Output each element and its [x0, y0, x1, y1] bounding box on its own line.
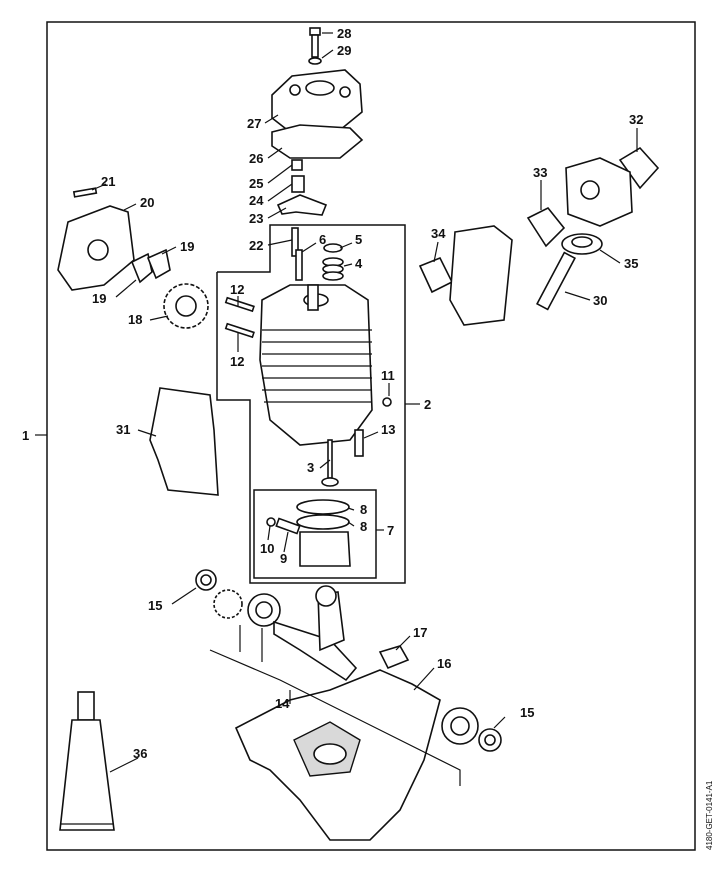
callout-7: 7	[387, 523, 394, 538]
pushrod-6	[295, 249, 303, 281]
callout-27: 27	[247, 116, 261, 131]
nut-11	[382, 397, 392, 407]
callout-22: 22	[249, 238, 263, 253]
gasket-33	[526, 206, 566, 248]
part-17	[378, 645, 410, 670]
valve-cover-27	[271, 69, 363, 133]
callout-11: 11	[381, 368, 395, 383]
callout-20: 20	[140, 195, 154, 210]
callout-6: 6	[319, 232, 326, 247]
piston-pin-9	[275, 517, 301, 535]
callout-8-lower: 8	[360, 519, 367, 534]
callout-19-left: 19	[92, 291, 106, 306]
callout-32: 32	[629, 112, 643, 127]
crankcase-16	[234, 669, 441, 841]
callout-12-lower: 12	[230, 354, 244, 369]
pin-12-lower	[224, 322, 255, 339]
callout-36: 36	[133, 746, 147, 761]
callout-3: 3	[307, 460, 314, 475]
callout-25: 25	[249, 176, 263, 191]
piston-ring-8-upper	[296, 499, 350, 515]
callout-15-left: 15	[148, 598, 162, 613]
callout-labels: 28 29 27 26 25 24 23 22 6 5 4 12 12 11 2…	[22, 26, 643, 761]
crankshaft	[273, 585, 358, 682]
valve-3	[321, 439, 339, 487]
carburetor	[565, 157, 633, 227]
callout-21: 21	[101, 174, 115, 189]
callout-2: 2	[424, 397, 431, 412]
washer-29	[308, 57, 322, 65]
pin-12-upper	[224, 296, 255, 313]
sleeve-24	[291, 175, 305, 193]
callout-1: 1	[22, 428, 29, 443]
stud-22	[291, 227, 299, 257]
callout-5: 5	[355, 232, 362, 247]
callout-31: 31	[116, 422, 130, 437]
callout-9: 9	[280, 551, 287, 566]
piston	[299, 531, 351, 567]
drawing-code: 4180-GET-0141-A1	[705, 780, 714, 850]
gasket-31	[149, 387, 219, 496]
oil-seal-15-right-bore	[484, 734, 496, 746]
callout-12-upper: 12	[230, 282, 244, 297]
lever-19-a	[130, 252, 153, 284]
callout-35: 35	[624, 256, 638, 271]
cylinder-group-frame	[216, 224, 406, 584]
piston-group-frame	[253, 489, 377, 579]
callout-19-right: 19	[180, 239, 194, 254]
callout-26: 26	[249, 151, 263, 166]
bush-25	[291, 159, 303, 171]
ball-bearing-left-bore	[255, 601, 273, 619]
gasket-34	[418, 256, 454, 294]
callout-16: 16	[437, 656, 451, 671]
circlip-10	[266, 517, 276, 527]
callout-34: 34	[431, 226, 446, 241]
callout-23: 23	[249, 211, 263, 226]
callout-28: 28	[337, 26, 351, 41]
crank-gear	[213, 589, 243, 619]
rocker-arm-23	[276, 194, 328, 216]
outer-frame	[46, 21, 696, 851]
callout-29: 29	[337, 43, 351, 58]
valve-spring-4	[322, 257, 344, 281]
callout-15-right: 15	[520, 705, 534, 720]
spring-retainer-5	[323, 243, 343, 253]
ball-bearing-right-bore	[450, 716, 470, 736]
gasket-32	[618, 146, 660, 190]
cylinder	[259, 284, 373, 446]
screw-21	[72, 187, 98, 198]
callout-17: 17	[413, 625, 427, 640]
gasket-26	[271, 124, 364, 159]
callout-14: 14	[275, 696, 290, 711]
cam-gear-18	[163, 283, 209, 329]
callout-8-upper: 8	[360, 502, 367, 517]
group-14-bracket	[209, 649, 461, 786]
cover-boss	[87, 239, 109, 261]
grease-tube-36	[59, 691, 115, 831]
callout-10: 10	[260, 541, 274, 556]
leader-lines	[35, 32, 638, 773]
callout-24: 24	[249, 193, 264, 208]
callout-13: 13	[381, 422, 395, 437]
oil-seal-15-left-bore	[200, 574, 212, 586]
part-35	[561, 233, 603, 255]
lever-19-b	[146, 248, 171, 280]
screw-28	[309, 27, 321, 58]
callout-33: 33	[533, 165, 547, 180]
callout-30: 30	[593, 293, 607, 308]
callout-4: 4	[355, 256, 363, 271]
piston-ring-8-lower	[296, 514, 350, 530]
tube-30	[536, 251, 576, 311]
intake-flange	[449, 225, 513, 326]
screw-13	[354, 429, 364, 457]
callout-18: 18	[128, 312, 142, 327]
